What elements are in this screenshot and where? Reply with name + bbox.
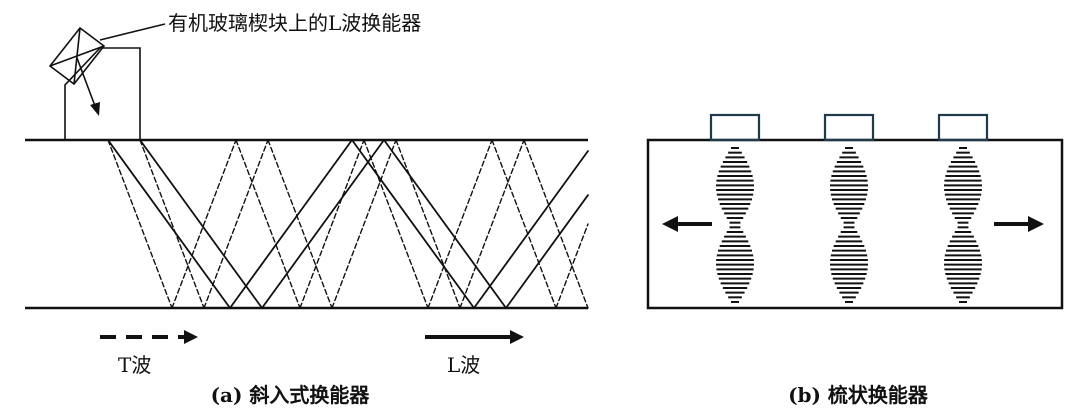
transducer-pad bbox=[937, 113, 989, 142]
l-wave-segment bbox=[351, 139, 475, 309]
comb-transducers bbox=[709, 113, 989, 303]
comb-element-2 bbox=[823, 113, 875, 303]
t-wave-segment bbox=[459, 139, 525, 309]
l-wave-segment bbox=[505, 194, 589, 309]
t-wave-segment bbox=[203, 139, 269, 309]
l-wave-legend-arrow bbox=[425, 330, 524, 344]
l-wave-segment bbox=[383, 139, 507, 309]
t-wave-segment bbox=[171, 139, 237, 309]
t-wave-segment bbox=[235, 139, 301, 309]
transducer-pad bbox=[709, 113, 761, 142]
t-wave-segment bbox=[107, 139, 173, 309]
l-wave-segment bbox=[261, 139, 385, 309]
l-wave-label: L波 bbox=[447, 353, 480, 377]
t-wave-segment bbox=[491, 139, 557, 309]
t-wave-segment bbox=[331, 139, 397, 309]
t-wave-paths bbox=[107, 139, 589, 309]
l-wave-segment bbox=[139, 139, 263, 309]
transducer-label: 有机玻璃楔块上的L波换能器 bbox=[168, 11, 421, 35]
t-wave-segment bbox=[555, 223, 589, 309]
panel-a: 有机玻璃楔块上的L波换能器 T波 L波 (a) 斜入式换能器 bbox=[25, 11, 589, 407]
t-wave-label: T波 bbox=[118, 353, 151, 377]
l-wave-segment bbox=[107, 139, 231, 309]
t-wave-segment bbox=[427, 139, 493, 309]
beam-direction-arrow-head bbox=[90, 102, 100, 116]
leader-line bbox=[99, 23, 166, 41]
l-wave-paths bbox=[107, 139, 589, 309]
t-wave-segment bbox=[299, 139, 365, 309]
right-propagation-arrow bbox=[994, 216, 1044, 232]
panel-b: (b) 梳状换能器 bbox=[646, 113, 1064, 407]
l-wave-segment bbox=[229, 139, 353, 309]
caption-b: (b) 梳状换能器 bbox=[788, 383, 929, 407]
t-wave-segment bbox=[139, 139, 205, 309]
l-wave-segment bbox=[473, 150, 589, 309]
caption-a: (a) 斜入式换能器 bbox=[211, 383, 371, 407]
left-propagation-arrow bbox=[662, 216, 712, 232]
beam-direction-arrow-shaft bbox=[76, 57, 96, 107]
comb-element-1 bbox=[709, 113, 761, 303]
wedge-transducer bbox=[48, 26, 141, 140]
t-wave-segment bbox=[267, 139, 333, 309]
t-wave-segment bbox=[523, 139, 589, 309]
t-wave-segment bbox=[363, 139, 429, 309]
t-wave-legend-arrow bbox=[100, 330, 198, 344]
t-wave-segment bbox=[395, 139, 461, 309]
comb-element-3 bbox=[937, 113, 989, 303]
transducer-cross-2 bbox=[73, 27, 81, 85]
transducer-pad bbox=[823, 113, 875, 142]
